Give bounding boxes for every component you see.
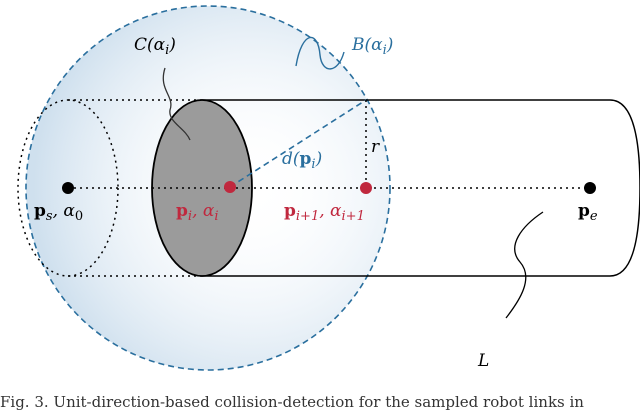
distance-line (229, 99, 367, 188)
label-d-p: d(pi) (282, 149, 322, 172)
label-pi1-alphai1: pi+1, αi+1 (284, 201, 365, 224)
label-ps-alpha0: ps, α0 (34, 201, 83, 224)
figure-caption: Fig. 3. Unit-direction-based collision-d… (0, 393, 584, 411)
l-pointer-squiggle (505, 211, 544, 319)
label-b-alpha: B(αi) (351, 35, 393, 58)
point-ps (62, 182, 74, 194)
label-L: L (477, 351, 489, 371)
cylinder-outline (200, 99, 640, 277)
b-pointer-squiggle (295, 36, 345, 70)
label-pi-alphai: pi, αi (176, 201, 219, 224)
c-pointer-curve (162, 67, 191, 141)
label-c-alpha: C(αi) (134, 35, 176, 58)
point-pi1 (360, 182, 372, 194)
point-pi (224, 181, 236, 193)
label-r: r (371, 137, 380, 157)
label-pe: pe (578, 201, 598, 224)
point-pe (584, 182, 596, 194)
